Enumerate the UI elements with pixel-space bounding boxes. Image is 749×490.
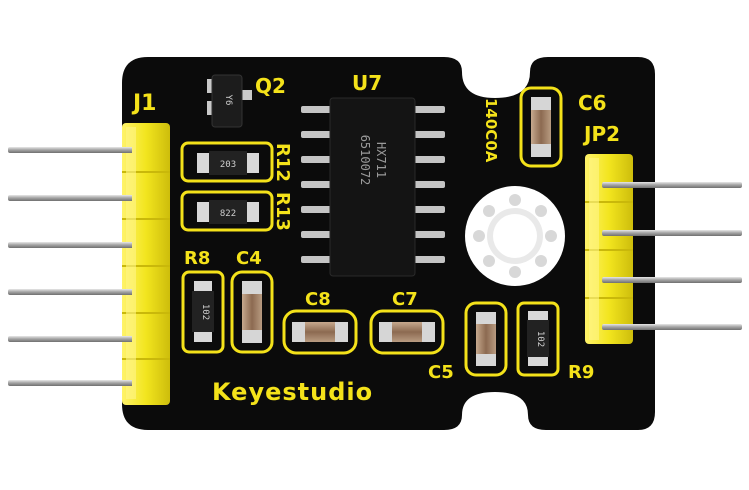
q2-marking: Y6 <box>223 95 233 106</box>
brand-keyestudio: Keyestudio <box>212 378 373 406</box>
jp2-header <box>585 154 633 344</box>
label-jp2: JP2 <box>582 122 620 146</box>
c6-capacitor <box>519 86 563 168</box>
left-pin-stubs <box>120 147 132 386</box>
label-c7: C7 <box>392 289 418 310</box>
r13-resistor: 822 <box>180 190 274 232</box>
label-c4: C4 <box>236 248 262 269</box>
svg-text:102: 102 <box>200 304 210 320</box>
svg-text:102: 102 <box>535 331 545 347</box>
label-r13: R13 <box>272 192 293 231</box>
c7-capacitor <box>369 309 445 355</box>
c4-capacitor <box>230 270 274 354</box>
label-r8: R8 <box>184 248 210 269</box>
label-j1: J1 <box>131 91 157 116</box>
r12-resistor: 203 <box>180 141 274 183</box>
label-r9: R9 <box>568 362 594 383</box>
j1-header <box>122 123 170 405</box>
label-u7: U7 <box>352 71 382 95</box>
label-c5: C5 <box>428 362 454 383</box>
svg-text:822: 822 <box>220 209 236 219</box>
chip-marking-line1: HX711 <box>374 142 388 178</box>
c8-capacitor <box>282 309 358 355</box>
label-q2: Q2 <box>255 74 286 98</box>
r8-resistor: 102 <box>181 270 225 354</box>
c5-capacitor <box>464 301 508 377</box>
mounting-hole <box>465 186 565 286</box>
svg-text:203: 203 <box>220 160 236 170</box>
u7-hx711-chip: HX711 6510072 <box>301 97 445 277</box>
label-r12: R12 <box>272 143 293 182</box>
r9-resistor: 102 <box>516 301 560 377</box>
chip-marking-line2: 6510072 <box>358 135 372 186</box>
label-batch: 140C0A <box>482 98 500 163</box>
label-c6: C6 <box>578 91 607 115</box>
q2-transistor: Y6 <box>207 74 252 128</box>
right-header-pins <box>602 182 742 330</box>
label-c8: C8 <box>305 289 331 310</box>
